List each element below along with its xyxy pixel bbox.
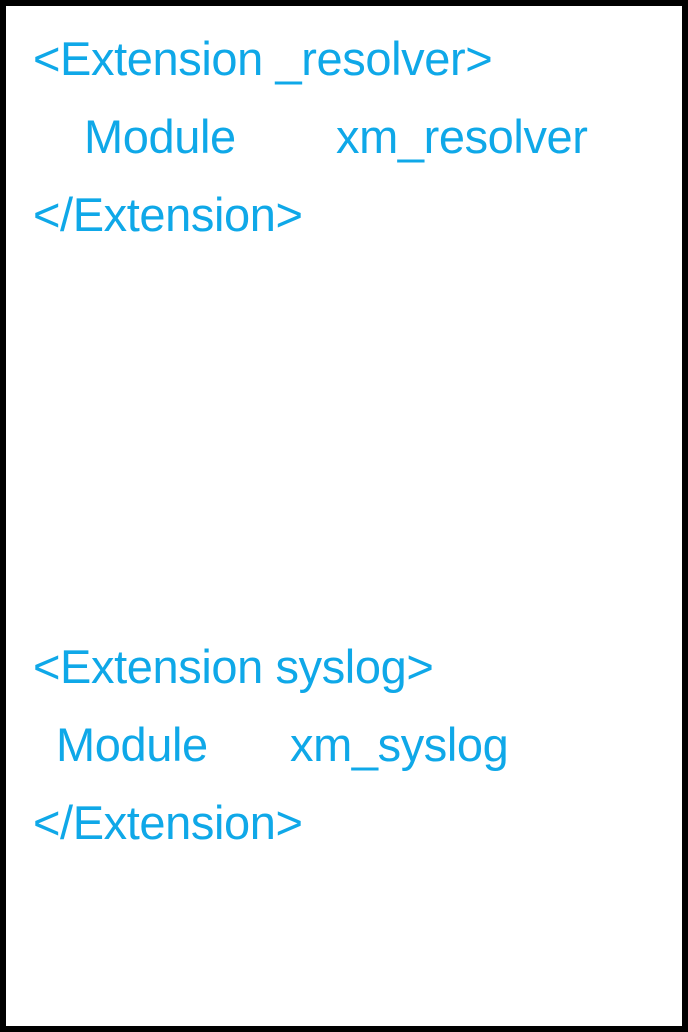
open-tag-resolver: <Extension _resolver>: [33, 32, 493, 85]
block-separator-gap: [6, 386, 682, 626]
directive-value-xm-resolver: xm_resolver: [336, 110, 588, 163]
directive-value-xm-syslog: xm_syslog: [290, 718, 509, 771]
extension-block-syslog: <Extension syslog> Module xm_syslog </Ext…: [6, 628, 682, 862]
close-tag-syslog: </Extension>: [33, 796, 303, 849]
directive-module-resolver: Module xm_resolver: [6, 98, 682, 176]
open-tag-syslog: <Extension syslog>: [33, 640, 434, 693]
directive-module-syslog: Module xm_syslog: [6, 706, 682, 784]
directive-key-module-syslog: Module: [56, 718, 208, 771]
directive-key-module-resolver: Module: [84, 110, 236, 163]
close-tag-resolver: </Extension>: [33, 188, 303, 241]
